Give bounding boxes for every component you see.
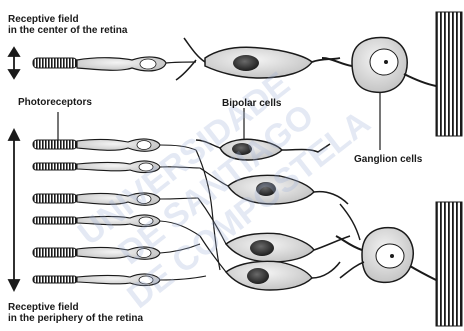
ganglion-cell-top [322,38,436,93]
receptive-field-center-label: Receptive field in the center of the ret… [8,14,127,36]
receptive-field-periphery-arrow [9,130,19,290]
photoreceptors-periphery [33,139,206,286]
bipolar-cells [176,38,360,290]
receptive-field-center-line-1: Receptive field [8,14,127,25]
receptive-field-periphery-label: Receptive field in the periphery of the … [8,302,143,324]
ganglion-cells-label: Ganglion cells [354,154,422,165]
ganglion-cell-bottom [336,228,436,283]
photoreceptors-label: Photoreceptors [18,97,92,108]
receptive-field-center-line-2: in the center of the retina [8,25,127,36]
receptive-field-center-arrow [9,48,19,78]
receptive-field-periphery-line-2: in the periphery of the retina [8,313,143,324]
receptive-field-periphery-line-1: Receptive field [8,302,143,313]
photoreceptor-top [33,57,196,71]
bipolar-cells-label: Bipolar cells [222,98,281,109]
optic-nerve-fibers [436,12,462,326]
